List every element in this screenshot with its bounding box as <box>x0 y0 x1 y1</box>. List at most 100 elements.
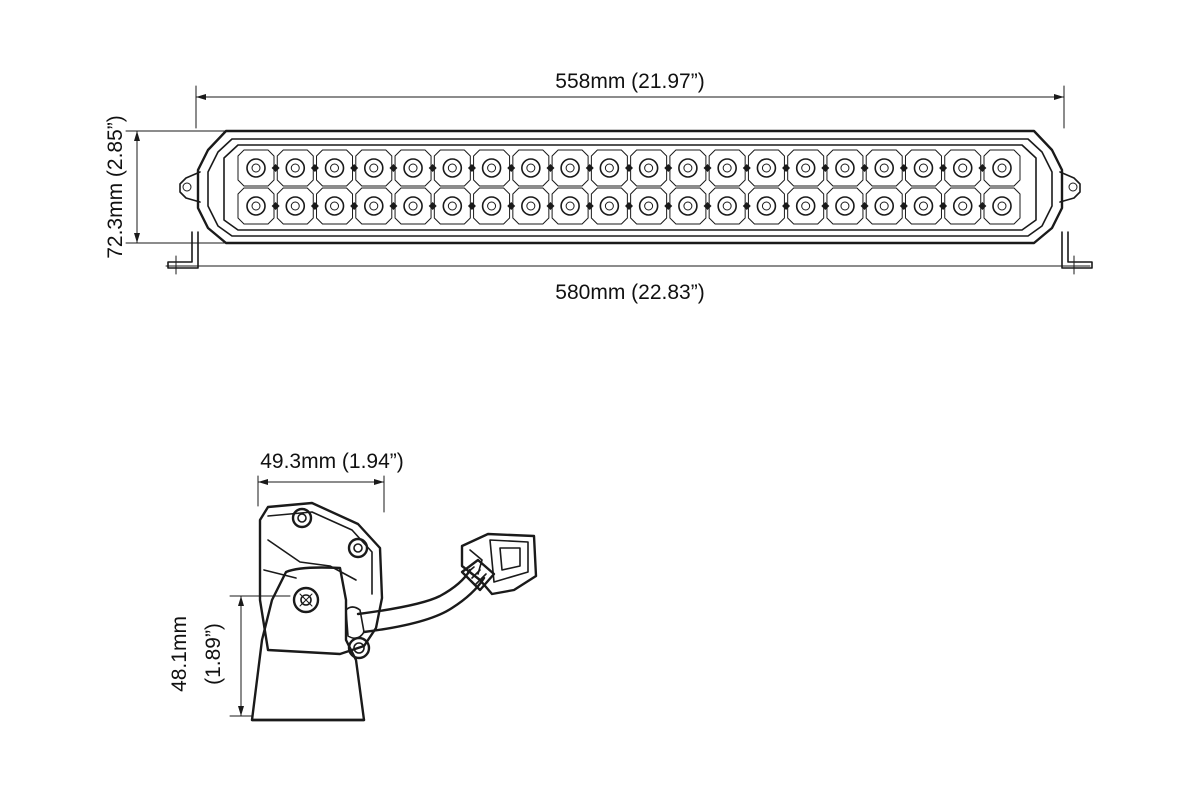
led-divider-mark <box>546 164 555 172</box>
led-reflector <box>473 149 511 187</box>
led-divider-mark <box>467 202 476 210</box>
overall-width-dimension: 558mm (21.97”) <box>195 70 1065 129</box>
led-chip <box>330 163 340 173</box>
led-lens <box>756 196 777 216</box>
led-divider-mark <box>860 164 869 172</box>
led-chip <box>447 201 457 211</box>
bracket-height-label-line2: (1.89”) <box>202 623 225 685</box>
led-chip <box>290 201 300 211</box>
light-bar-lens <box>223 144 1037 231</box>
side-view: 49.3mm (1.94”) 48.1mm (1.89”) <box>168 450 538 722</box>
led-reflector <box>551 149 589 187</box>
led-divider-mark <box>507 202 516 210</box>
led-divider-mark <box>703 202 712 210</box>
led-lens <box>756 158 777 178</box>
side-housing <box>258 501 384 656</box>
led-chip <box>408 163 418 173</box>
led-chip <box>369 163 379 173</box>
led-chip <box>801 201 811 211</box>
led-lens <box>403 158 423 178</box>
led-divider-mark <box>310 202 319 210</box>
led-reflector <box>394 149 432 187</box>
led-divider-mark <box>978 164 987 172</box>
led-chip <box>761 163 771 173</box>
led-lens <box>521 158 541 178</box>
led-divider-mark <box>428 202 437 210</box>
led-chip <box>565 163 575 173</box>
led-reflector <box>787 187 825 225</box>
led-reflector <box>944 149 982 187</box>
led-divider-mark <box>742 202 751 210</box>
led-divider-mark <box>585 202 594 210</box>
led-reflector <box>669 187 707 225</box>
led-lens <box>246 196 266 216</box>
led-reflector <box>316 149 354 187</box>
led-divider-mark <box>742 164 751 172</box>
led-reflector <box>708 187 746 225</box>
led-reflector <box>276 149 314 187</box>
led-lens <box>835 196 855 216</box>
led-lens <box>678 196 698 216</box>
led-chip <box>251 163 261 173</box>
led-lens <box>285 158 306 178</box>
led-divider-mark <box>585 164 594 172</box>
led-lens <box>795 196 816 216</box>
led-chip <box>683 163 693 173</box>
led-lens <box>442 196 463 216</box>
led-lens <box>363 196 384 216</box>
led-lens <box>599 196 620 216</box>
led-lens <box>246 158 266 178</box>
led-reflector <box>551 187 589 225</box>
light-bar-bezel <box>207 138 1053 237</box>
front-view: 558mm (21.97”) 72.3mm (2.85”) 580mm (22.… <box>104 70 1093 304</box>
led-reflector <box>787 149 825 187</box>
depth-dimension: 49.3mm (1.94”) <box>257 450 404 513</box>
led-reflector <box>512 149 550 187</box>
led-divider-mark <box>939 202 948 210</box>
led-lens <box>324 158 345 178</box>
led-lens <box>481 196 502 216</box>
led-chip <box>487 163 497 173</box>
right-mount-bracket <box>1059 171 1093 269</box>
mounting-width-dimension: 580mm (22.83”) <box>165 255 1091 304</box>
led-chip <box>330 201 340 211</box>
led-divider-mark <box>310 164 319 172</box>
led-chip <box>487 201 497 211</box>
led-chip <box>722 201 732 211</box>
led-lens <box>717 196 737 216</box>
led-chip <box>683 201 693 211</box>
led-chip <box>644 201 654 211</box>
led-reflector <box>276 187 314 225</box>
led-lens <box>560 196 580 216</box>
overall-width-label: 558mm (21.97”) <box>555 70 704 93</box>
led-divider-mark <box>782 202 791 210</box>
led-chip <box>879 201 889 211</box>
led-lens <box>835 158 855 178</box>
led-lens <box>324 196 345 216</box>
led-lens <box>403 196 423 216</box>
led-reflector <box>904 187 942 225</box>
led-reflector <box>630 149 668 187</box>
led-divider-mark <box>821 164 830 172</box>
led-reflector <box>669 149 707 187</box>
led-chip <box>565 201 575 211</box>
led-lens <box>521 196 541 216</box>
bracket-height-dimension: 48.1mm (1.89”) <box>168 595 291 717</box>
led-reflector <box>983 149 1021 187</box>
led-chip <box>997 201 1007 211</box>
led-lens <box>874 158 895 178</box>
led-reflector <box>355 149 393 187</box>
led-chip <box>761 201 771 211</box>
led-divider-mark <box>389 164 398 172</box>
led-divider-mark <box>899 164 908 172</box>
led-chip <box>958 163 968 173</box>
led-chip <box>722 163 732 173</box>
cable-connector <box>460 532 538 596</box>
led-chip <box>447 163 457 173</box>
led-lens <box>795 158 816 178</box>
led-divider-mark <box>625 164 633 172</box>
led-chip <box>526 201 536 211</box>
led-lens <box>717 158 737 178</box>
side-bolts <box>291 507 371 660</box>
led-divider-mark <box>939 164 948 172</box>
